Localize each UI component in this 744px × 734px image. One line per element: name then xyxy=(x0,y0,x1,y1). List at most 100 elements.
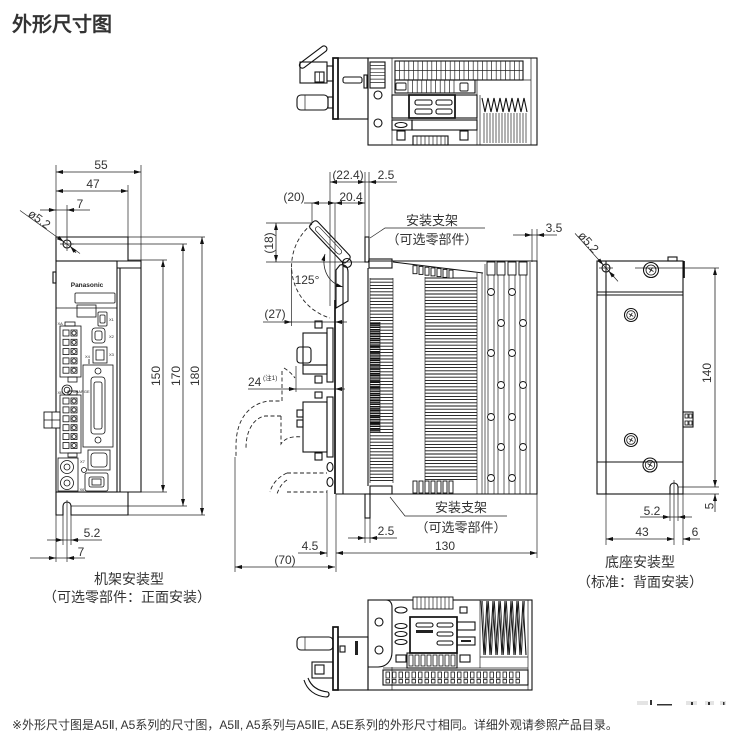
screw-hole xyxy=(373,118,383,128)
drive-front-body xyxy=(55,260,118,493)
connector-housing xyxy=(87,449,111,471)
dimension-value: 5 xyxy=(703,502,717,509)
connector-pin xyxy=(412,265,418,275)
connector-pin xyxy=(418,480,424,494)
plug-knob xyxy=(296,409,304,418)
strip-terminal xyxy=(483,671,488,679)
plug-knob xyxy=(296,346,312,364)
terminal-screw xyxy=(71,425,77,431)
plug-knob xyxy=(296,419,304,428)
module-slot xyxy=(436,640,454,646)
connector-socket xyxy=(99,314,106,324)
terminal-block-tab xyxy=(67,376,78,383)
fin-lines xyxy=(483,113,527,143)
label-x1: X1 xyxy=(109,317,115,322)
strip-terminal xyxy=(431,671,436,679)
strip-terminal-screw xyxy=(431,679,436,684)
module-slot-dark xyxy=(416,630,433,633)
dimension-value: 170 xyxy=(169,366,183,386)
heatsink-fin-lines-dense xyxy=(370,322,380,432)
heatsink-fins-top xyxy=(481,97,528,143)
dimension-value: (70) xyxy=(274,553,295,567)
dimension-value: 7 xyxy=(77,197,84,211)
connector-housing xyxy=(91,327,106,344)
screw-hole xyxy=(373,90,383,100)
strip-terminal xyxy=(489,671,494,679)
right-bay xyxy=(456,621,476,631)
terminal-screw xyxy=(71,398,77,404)
pin-header xyxy=(412,596,454,610)
rail-boss xyxy=(519,319,527,327)
terminal-screw-slot xyxy=(70,366,78,374)
mounting-bracket-bottom xyxy=(55,492,129,516)
power-plug-lever xyxy=(303,677,330,698)
rail-cap xyxy=(518,261,528,276)
rail-boss xyxy=(497,443,505,451)
dimension-value: 5.2 xyxy=(84,526,101,540)
connector-pins-top xyxy=(412,265,454,279)
connector-pin xyxy=(442,268,448,278)
fragment-mark xyxy=(650,700,652,705)
connector-contact xyxy=(91,478,102,486)
fin-zigzag xyxy=(480,600,527,656)
dim-depth: 130 xyxy=(336,539,537,555)
terminal-tooth xyxy=(438,654,444,667)
screw-cross xyxy=(628,312,634,318)
mounting-tab xyxy=(368,599,393,668)
bracket-callout-top: 安装支架 （可选零部件） xyxy=(369,213,485,247)
terminal-screw xyxy=(71,443,77,448)
dim-body-height: 150 xyxy=(149,260,165,492)
strip-terminal-screw xyxy=(450,679,455,684)
front-cover xyxy=(337,636,369,691)
strip-terminal-screw xyxy=(476,679,481,684)
terminal-slot xyxy=(62,357,70,365)
front-panel: Panasonic xyxy=(43,282,117,492)
module-frame xyxy=(409,616,458,654)
rail-boss xyxy=(487,413,495,421)
connector-pin xyxy=(442,480,448,494)
connector-x4 xyxy=(82,364,114,448)
power-plug-neck xyxy=(326,65,334,82)
vent-grid xyxy=(394,60,524,94)
power-plug-lever xyxy=(298,45,328,69)
terminal-screw xyxy=(71,434,77,440)
terminal-screw xyxy=(71,367,77,373)
round-connector xyxy=(326,476,334,488)
dim-front-to-bracket: (22.4) xyxy=(330,168,365,184)
strip-terminal xyxy=(496,671,501,679)
terminal-block-xa xyxy=(59,321,82,383)
terminal-screw-slot xyxy=(70,338,78,346)
plug-base xyxy=(302,364,328,375)
front-cover-slot xyxy=(355,641,358,655)
ground-terminal-frame xyxy=(57,457,79,492)
vent-grid-latch xyxy=(459,82,469,92)
dimension-arrow xyxy=(597,258,604,266)
dim-connector-projection: 24 (注1) xyxy=(248,373,345,391)
body-side-tab xyxy=(52,271,57,284)
pin-header xyxy=(412,135,449,146)
heatsink-fin-lines-outer xyxy=(425,277,477,481)
panel-labels: XA XB CHARGE X1 X2 X3 X4 X7 X6 xyxy=(58,317,115,492)
footnote: ※外形尺寸图是A5Ⅱ, A5系列的尺寸图，A5Ⅱ, A5系列与A5ⅡE, A5E… xyxy=(12,718,618,732)
terminal-tooth xyxy=(420,654,426,667)
front-view-rack-mount: Panasonic xyxy=(19,158,211,605)
side-view: 125° (22.4) xyxy=(234,168,563,572)
view-caption: 底座安装型 xyxy=(605,554,675,570)
label-xa: XA xyxy=(58,321,64,326)
dimension-value: 24 xyxy=(248,375,262,389)
dimension-value: 20.4 xyxy=(339,190,363,204)
terminal-screw xyxy=(71,349,77,355)
connector-socket xyxy=(88,476,105,488)
strip-terminal-screw xyxy=(489,679,494,684)
module-slot xyxy=(415,622,434,628)
connector-x6 xyxy=(84,472,109,492)
dimension-value: 7 xyxy=(78,545,85,559)
connector-socket xyxy=(94,330,103,341)
terminal-block-tab xyxy=(67,452,78,458)
strip-oval xyxy=(394,121,408,129)
top-tab xyxy=(667,256,678,262)
terminal-strip xyxy=(382,669,529,686)
fragment-mark xyxy=(723,702,725,705)
label-x2: X2 xyxy=(109,334,115,339)
strip-terminal-screw xyxy=(392,679,397,684)
